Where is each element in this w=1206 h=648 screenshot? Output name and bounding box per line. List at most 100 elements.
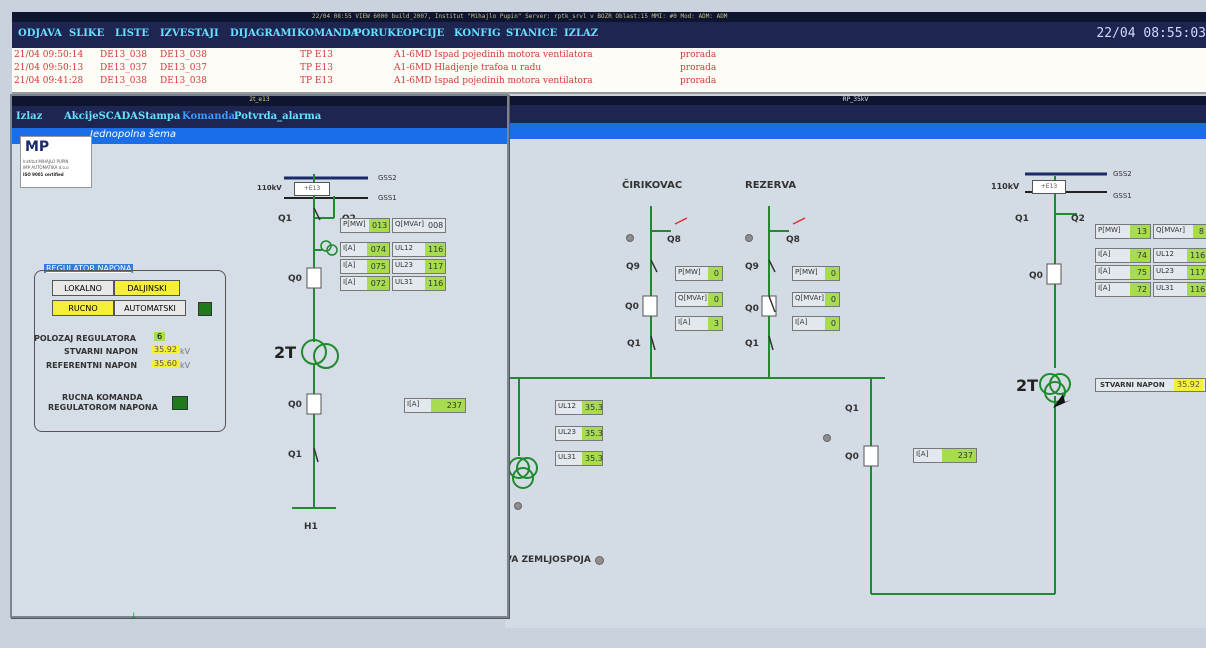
dialog-subtitle: Jednopolna šema [90,129,177,140]
menu-liste[interactable]: LISTE [115,28,149,39]
cirikovac-p-meter: P[MW] 0 [675,266,723,281]
meter-value: 0 [708,293,722,306]
meter-value: 075 [367,260,389,273]
logo-line2: IMP AUTOMATIKA d.o.o [23,165,69,170]
dialog-menu-izlaz[interactable]: Izlaz [16,111,43,122]
automatski-button[interactable]: AUTOMATSKI [114,300,186,316]
right-gss2-label: GSS2 [1113,170,1132,178]
referentni-napon-label: REFERENTNI NAPON [46,361,138,370]
q1-lower-label: Q1 [288,450,302,460]
polozaj-value: 6 [154,332,166,341]
cirikovac-i-meter: I[A] 3 [675,316,723,331]
regulator-mode-indicator [198,302,212,316]
right-i1-meter: I[A] 74 [1095,248,1151,263]
meter-value: 13 [1130,225,1150,238]
lokalno-button[interactable]: LOKALNO [52,280,114,296]
referentni-napon-value: 35.60 [152,359,179,368]
bus-u12-meter: UL12 35.3 [555,400,603,415]
alarm-row[interactable]: 21/04 09:50:14 DE13_038 DE13_038 TP E13 … [12,50,1206,61]
alarm-id2: DE13_038 [160,50,207,60]
meter-unit: I[A] [1098,250,1111,258]
breaker-q0-cirikovac [642,295,658,317]
zemljospoj-label: VA ZEMLJOSPOJA [505,555,591,565]
q1-label: Q1 [278,214,292,224]
right-i2-meter: I[A] 75 [1095,265,1151,280]
menu-konfig[interactable]: KONFIG [454,28,501,39]
dialog-menu-stampa[interactable]: Stampa [138,111,181,122]
dialog-menu-potvrda-alarma[interactable]: Potvrda_alarma [234,111,322,122]
menu-opcije[interactable]: OPCIJE [403,28,445,39]
menu-poruke[interactable]: PORUKE [354,28,404,39]
current-transformer-symbol [320,240,338,256]
meter-value: 72 [1130,283,1150,296]
meter-value: 116 [425,243,445,256]
breaker-q0-lower [306,393,322,415]
meter-value: 116 [425,277,445,290]
bus-u23-meter: UL23 35.3 [555,426,603,441]
menu-izvestaji[interactable]: IZVESTAJI [160,28,219,39]
alarm-message: A1-6MD Ispad pojedinih motora ventilator… [394,76,593,86]
stvarni-napon-value: 35.92 [152,345,179,354]
bus-tag[interactable]: +E13 [294,182,330,196]
main-menu-bar: ODJAVA SLIKE LISTE IZVESTAJI DIJAGRAMI K… [12,22,1206,48]
feeder-cirikovac-label: ČIRIKOVAC [622,180,683,191]
menu-stanice[interactable]: STANICE [506,28,558,39]
right-u12-meter: UL12 116 [1153,248,1206,263]
rezerva-p-meter: P[MW] 0 [792,266,840,281]
menu-slike[interactable]: SLIKE [69,28,105,39]
right-transformer-label: 2T [1016,376,1039,395]
meter-unit: P[MW] [1098,226,1121,234]
alarm-id: DE13_038 [100,76,147,86]
meter-value: 117 [1187,266,1206,279]
menu-dijagrami[interactable]: DIJAGRAMI [230,28,297,39]
alarm-status: proradа [680,63,717,73]
switch-q1-rezerva-label: Q1 [745,339,759,349]
switch-q9-rezerva-label: Q9 [745,262,759,272]
meter-unit: UL23 [558,428,576,436]
breaker-q0-cirikovac-label: Q0 [625,302,639,312]
u23-meter: UL23 117 [392,259,446,274]
meter-unit: UL12 [395,244,413,252]
meter-unit: Q[MVAr] [395,220,425,228]
menu-komanda[interactable]: KOMANDA [297,28,359,39]
rucna-komanda-button[interactable] [172,396,188,410]
alarm-time: 21/04 09:41:28 [14,76,84,86]
meter-value: 8 [1193,225,1206,238]
right-u31-meter: UL31 116 [1153,282,1206,297]
alarm-row[interactable]: 21/04 09:41:28 DE13_038 DE13_038 TP E13 … [12,76,1206,87]
u12-meter: UL12 116 [392,242,446,257]
right-p-meter: P[MW] 13 [1095,224,1151,239]
right-q0-label: Q0 [1029,271,1043,281]
i-low-meter: I[A] 237 [404,398,466,413]
system-clock: 22/04 08:55:03 [1096,26,1206,41]
meter-value: 013 [369,219,389,232]
u31-meter: UL31 116 [392,276,446,291]
daljinski-button[interactable]: DALJINSKI [114,280,180,296]
meter-value: 35.3 [582,452,603,465]
transformer-dialog[interactable]: 2t_e13 Izlaz AkcijeSCADA Stampa Komanda … [10,94,509,618]
rucno-button[interactable]: RUCNO [52,300,114,316]
scroll-down-arrow-icon[interactable]: ↓ [130,612,138,622]
alarm-station: TP E13 [300,63,333,73]
rucna-komanda-label1: RUCNA KOMANDA [62,393,143,402]
alarm-status: proradа [680,76,717,86]
menu-izlaz[interactable]: IZLAZ [564,28,599,39]
transformer-low-symbol [508,457,538,489]
meter-unit: UL31 [558,453,576,461]
switch-q8-rezerva-label: Q8 [786,235,800,245]
breaker-q0-right [1046,263,1062,285]
polozaj-label: POLOZAJ REGULATORA [34,334,136,343]
alarm-id2: DE13_038 [160,76,207,86]
dialog-menu-komanda[interactable]: Komanda [182,111,235,122]
alarm-id: DE13_037 [100,63,147,73]
meter-unit: P[MW] [343,220,366,228]
meter-unit: P[MW] [795,268,818,276]
system-status-text: 22/04 08:55 VIEW 6000 build_2007, Instit… [312,13,728,20]
alarm-row[interactable]: 21/04 09:50:13 DE13_037 DE13_037 TP E13 … [12,63,1206,74]
dialog-titlebar[interactable]: 2t_e13 [12,96,507,106]
meter-unit: UL23 [1156,267,1174,275]
right-bus-tag[interactable]: +E13 [1032,180,1066,194]
dialog-menu-akcijescada[interactable]: AkcijeSCADA [64,111,138,122]
alarm-message: A1-6MD Hladjenje trafoa u radu [394,63,542,73]
menu-odjava[interactable]: ODJAVA [18,28,62,39]
